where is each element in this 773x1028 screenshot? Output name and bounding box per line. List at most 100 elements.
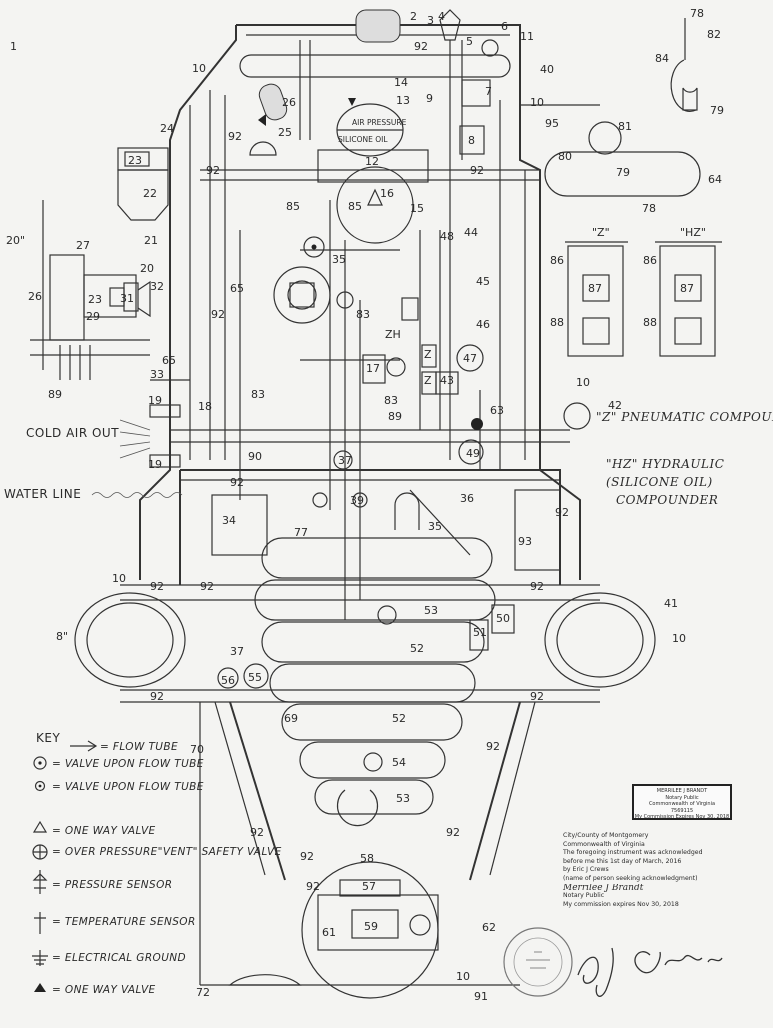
part-number-92m: 92: [300, 850, 314, 863]
part-number-22: 22: [143, 187, 157, 200]
part-number-92n: 92: [306, 880, 320, 893]
part-number-77: 77: [294, 526, 308, 539]
part-number-95: 95: [545, 117, 559, 130]
part-number-92l: 92: [250, 826, 264, 839]
top-assembly: [239, 9, 600, 244]
valve-circle-small-icon: [34, 780, 46, 792]
part-number-52a: 52: [410, 642, 424, 655]
air-pressure-label: AIR PRESSURE: [352, 118, 407, 127]
part-number-80: 80: [558, 150, 572, 163]
part-number-43: 43: [440, 374, 454, 387]
part-number-21: 21: [144, 234, 158, 247]
notary-name-note: (name of person seeking acknowledgment): [563, 874, 698, 882]
part-number-13: 13: [396, 94, 410, 107]
signature-graphic: [577, 947, 723, 997]
part-number-88b: 88: [643, 316, 657, 329]
part-number-65b: 65: [162, 354, 176, 367]
legend-text-electrical-ground: = ELECTRICAL GROUND: [52, 952, 186, 964]
left-equipment: [30, 147, 190, 468]
part-number-87a: 87: [588, 282, 602, 295]
part-number-19a: 19: [148, 394, 162, 407]
notary-public-label: Notary Public: [563, 892, 605, 900]
water-line-wave: [91, 492, 183, 498]
silicone-oil-label: SILICONE OIL: [338, 135, 388, 144]
notary-stamp-number: 7569115: [670, 807, 694, 814]
flow-tube-arrow-icon: [70, 740, 98, 752]
part-number-86b: 86: [643, 254, 657, 267]
part-number-61: 61: [322, 926, 336, 939]
part-number-39: 39: [350, 494, 364, 507]
z-quote-label: "Z": [592, 226, 610, 239]
temperature-sensor-icon: [34, 912, 46, 934]
part-number-14: 14: [394, 76, 408, 89]
compounder-label: COMPOUNDER: [616, 493, 718, 507]
part-number-92p: 92: [486, 740, 500, 753]
part-number-35b: 35: [428, 520, 442, 533]
bottom-tank: [200, 861, 520, 999]
part-number-85a: 85: [286, 200, 300, 213]
part-number-82: 82: [707, 28, 721, 41]
part-number-83a: 83: [251, 388, 265, 401]
legend-text-flow-tube: = FLOW TUBE: [100, 741, 178, 753]
part-number-23b: 23: [88, 293, 102, 306]
water-line-label: WATER LINE: [4, 487, 81, 501]
part-number-49: 49: [466, 447, 480, 460]
part-number-92h: 92: [200, 580, 214, 593]
electrical-ground-icon: [32, 950, 48, 966]
part-number-44: 44: [464, 226, 478, 239]
valve-circle-icon: [33, 756, 47, 770]
part-number-79b: 79: [616, 166, 630, 179]
part-number-3: 3: [427, 14, 434, 27]
part-number-10b: 10: [530, 96, 544, 109]
part-number-9: 9: [426, 92, 433, 105]
part-number-65a: 65: [230, 282, 244, 295]
part-number-56: 56: [221, 674, 235, 687]
part-number-31: 31: [120, 292, 134, 305]
notary-stamp-title: Notary Public: [665, 794, 699, 801]
z-pneumatic-label: "Z" PNEUMATIC COMPOUNDER: [596, 410, 773, 424]
notary-stamp-state: Commonwealth of Virginia: [648, 801, 716, 807]
notary-commission: My commission expires Nov 30, 2018: [563, 900, 679, 908]
part-number-81: 81: [618, 120, 632, 133]
part-number-83b: 83: [384, 394, 398, 407]
part-number-7: 7: [485, 85, 492, 98]
part-number-92i: 92: [530, 580, 544, 593]
part-number-34: 34: [222, 514, 236, 527]
part-number-51: 51: [473, 626, 487, 639]
part-number-84: 84: [655, 52, 669, 65]
part-number-54: 54: [392, 756, 406, 769]
part-number-4: 4: [438, 10, 445, 23]
legend-text-valve-2: = VALVE UPON FLOW TUBE: [52, 781, 204, 793]
part-number-53a: 53: [424, 604, 438, 617]
part-number-92a: 92: [414, 40, 428, 53]
part-number-92q: 92: [555, 506, 569, 519]
part-number-78: 78: [690, 7, 704, 20]
part-number-88a: 88: [550, 316, 564, 329]
part-number-92g: 92: [150, 580, 164, 593]
notary-ack-line2: before me this 1st day of March, 2016: [563, 857, 682, 865]
part-number-69: 69: [284, 712, 298, 725]
notary-stamp-expiry: My Commission Expires Nov 30, 2018: [634, 814, 730, 820]
part-number-35a: 35: [332, 253, 346, 266]
part-number-90: 90: [248, 450, 262, 463]
silicone-oil-paren-label: (SILICONE OIL): [606, 475, 713, 489]
part-number-52b: 52: [392, 712, 406, 725]
legend-text-temperature-sensor: = TEMPERATURE SENSOR: [52, 916, 196, 928]
one-way-triangle-icon: [32, 820, 48, 833]
part-number-83c: 83: [356, 308, 370, 321]
part-number-32: 32: [150, 280, 164, 293]
part-number-91: 91: [474, 990, 488, 1003]
part-number-63: 63: [490, 404, 504, 417]
part-number-10d: 10: [112, 572, 126, 585]
part-number-26: 26: [282, 96, 296, 109]
dimension-8: 8": [56, 630, 68, 643]
part-number-17: 17: [366, 362, 380, 375]
part-number-26b: 26: [28, 290, 42, 303]
part-number-46: 46: [476, 318, 490, 331]
part-number-10c: 10: [576, 376, 590, 389]
hz-quote-label: "HZ": [680, 226, 706, 239]
part-number-37: 37: [230, 645, 244, 658]
part-number-25: 25: [278, 126, 292, 139]
zh-label: ZH: [385, 328, 401, 341]
